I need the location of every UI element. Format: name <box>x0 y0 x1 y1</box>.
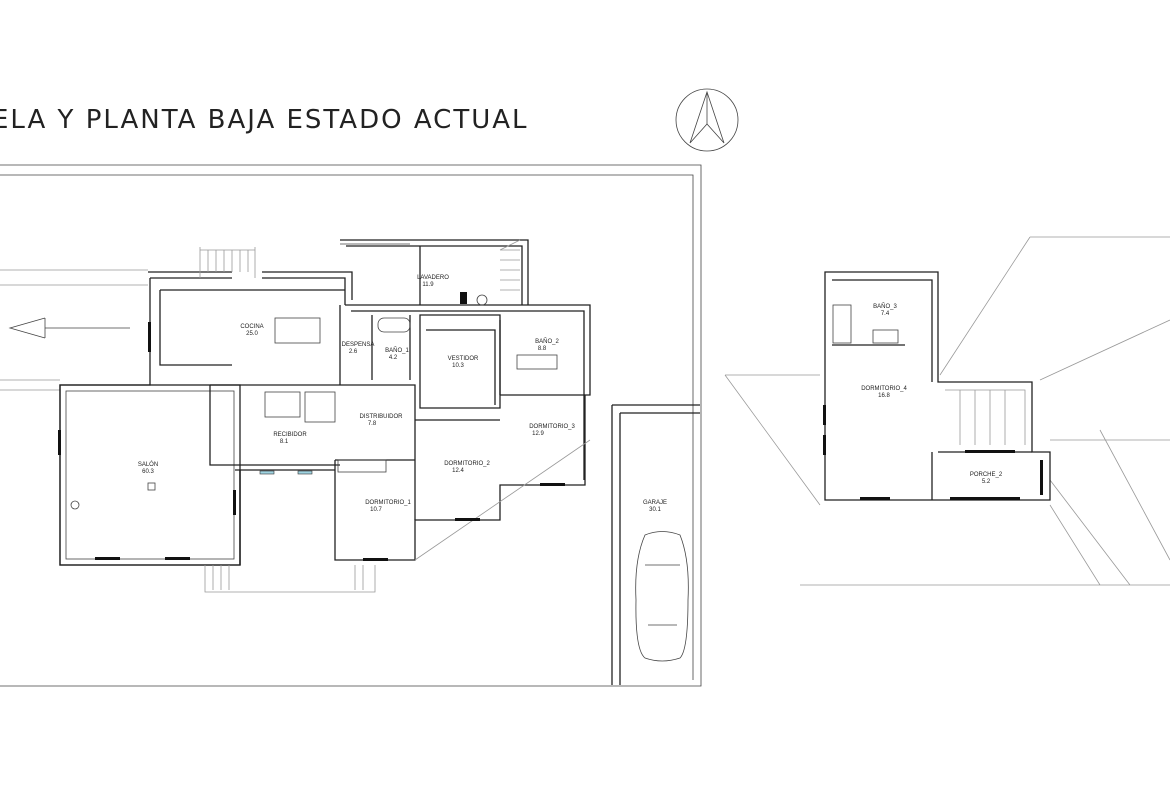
room-name: DORMITORIO_3 <box>529 424 575 430</box>
room-name: COCINA <box>240 324 263 330</box>
room-label-dormitorio-4: DORMITORIO_416.8 <box>861 386 907 399</box>
room-name: DORMITORIO_1 <box>365 500 411 506</box>
room-area: 25.0 <box>246 331 258 337</box>
room-label-bano-1: BAÑO_14.2 <box>385 347 409 361</box>
room-label-dormitorio-1: DORMITORIO_110.7 <box>365 500 411 513</box>
room-area: 10.3 <box>452 363 464 369</box>
plot-boundary <box>0 164 702 687</box>
room-name: RECIBIDOR <box>273 432 307 438</box>
room-name: GARAJE <box>643 500 667 506</box>
room-area: 12.4 <box>452 468 464 474</box>
room-name: SALÓN <box>138 461 158 468</box>
room-name: PORCHE_2 <box>970 472 1003 478</box>
arrow-left-icon <box>0 269 148 391</box>
room-label-dormitorio-2: DORMITORIO_212.4 <box>444 461 490 474</box>
room-area: 10.7 <box>370 507 382 513</box>
room-label-bano-3: BAÑO_37.4 <box>873 303 897 317</box>
room-area: 7.4 <box>881 311 890 317</box>
room-name: LAVADERO <box>417 275 449 281</box>
drawing-title: ELA Y PLANTA BAJA ESTADO ACTUAL <box>0 105 529 135</box>
room-area: 7.8 <box>368 421 377 427</box>
room-name: BAÑO_1 <box>385 347 409 354</box>
room-name: DORMITORIO_4 <box>861 386 907 392</box>
room-label-bano-2: BAÑO_28.8 <box>535 338 559 352</box>
room-label-dormitorio-3: DORMITORIO_312.9 <box>529 424 575 437</box>
room-area: 8.1 <box>280 439 289 445</box>
room-area: 16.8 <box>878 393 890 399</box>
room-name: DORMITORIO_2 <box>444 461 490 467</box>
room-area: 30.1 <box>649 507 661 513</box>
room-name: DISTRIBUIDOR <box>359 414 403 420</box>
garage <box>611 404 700 685</box>
room-area: 11.9 <box>422 282 434 288</box>
room-area: 2.6 <box>349 349 358 355</box>
room-area: 8.8 <box>538 346 547 352</box>
room-name: BAÑO_2 <box>535 338 559 345</box>
ground-floor-walls <box>58 239 591 593</box>
upper-floor-walls <box>724 236 1170 586</box>
room-area: 4.2 <box>389 355 398 361</box>
car-icon <box>635 531 689 662</box>
room-name: VESTIDOR <box>448 356 479 362</box>
room-area: 5.2 <box>982 479 991 485</box>
room-area: 12.9 <box>532 431 544 437</box>
room-label-porche-2: PORCHE_25.2 <box>970 472 1003 485</box>
north-arrow-icon <box>675 88 739 152</box>
room-area: 60.3 <box>142 469 154 475</box>
room-name: BAÑO_3 <box>873 303 897 310</box>
room-name: DESPENSA <box>342 342 375 348</box>
